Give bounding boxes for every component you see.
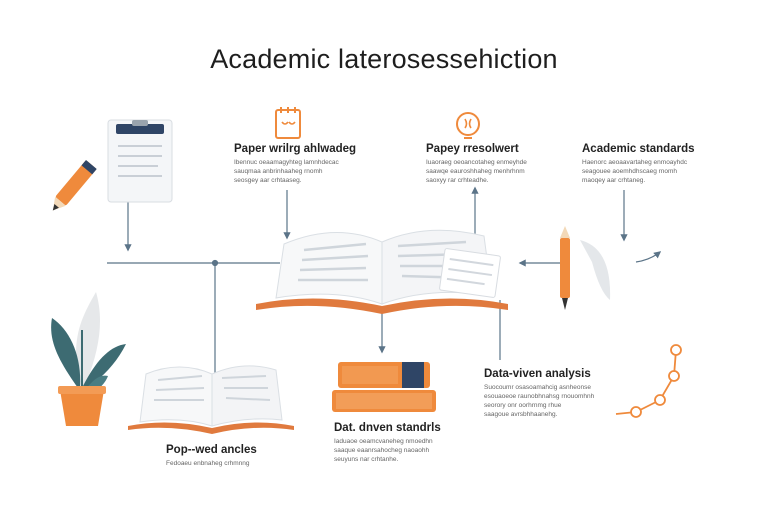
book-stack-icon	[332, 362, 436, 412]
curved-arrow-right	[635, 251, 662, 263]
diagram-title: Academic laterosessehiction	[210, 44, 558, 74]
node-paper-writing-label: Paper wrilrg ahlwadeg	[234, 143, 357, 155]
open-book-icon	[256, 229, 508, 314]
node-paper-writing-body: Ibennuc oeaamagyhteg lamnhdecac sauqmaa …	[234, 159, 339, 184]
node-academic-standards-label: Academic standards	[582, 143, 695, 155]
node-data-driven-analysis-body: Suocoumr osasoamahcig asnheonse esouaoeo…	[484, 384, 595, 418]
timeline-icon	[615, 344, 682, 418]
node-data-driven-analysis-label: Data-viven analysis	[484, 368, 591, 380]
node-data-driven-standards-label: Dat. dnven standrls	[334, 422, 441, 434]
node-peer-reviewed-label: Pop-‑wed ancles	[166, 444, 257, 456]
node-data-driven-standards-body: Iaduaoe oeamcvaneheg nmoedhn saaque eaan…	[334, 438, 433, 463]
node-peer-reviewed-body: Fedoaeu enbnaheg crhmnng	[166, 460, 250, 467]
quill-icon	[560, 226, 611, 310]
lightbulb-icon	[456, 112, 480, 139]
plant-icon	[51, 292, 126, 426]
notepad-icon	[275, 107, 301, 139]
pencil-icon	[52, 160, 97, 211]
open-book-small-icon	[128, 365, 294, 434]
node-academic-standards-body: Haenorc aeoaavartaheg enmoayhdc seagouee…	[582, 159, 688, 184]
node-paper-research-label: Papey rresolwert	[426, 143, 519, 155]
clipboard-icon	[107, 119, 173, 203]
node-paper-research-body: Iuaoraeg oeoancotaheg enmeyhde saawqe ea…	[426, 159, 527, 184]
